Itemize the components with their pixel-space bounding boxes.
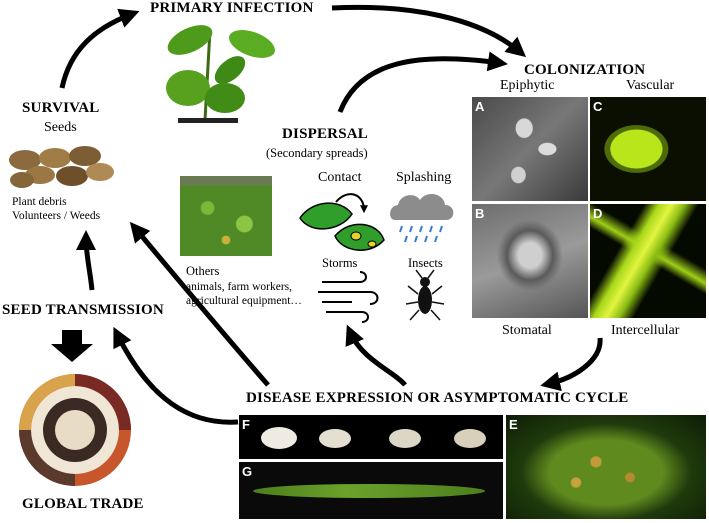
panel-f-label: F (242, 417, 250, 432)
insect-icon (405, 269, 445, 321)
panel-a-epiphytic-sem: A (472, 97, 588, 201)
panel-d-label: D (593, 206, 603, 221)
stomatal-label: Stomatal (502, 323, 552, 338)
panel-c-label: C (593, 99, 603, 114)
arrow-disease-to-debris (129, 221, 270, 387)
panel-g-label: G (242, 464, 253, 479)
insects-label: Insects (408, 256, 443, 270)
secondary-spreads-label: (Secondary spreads) (266, 146, 368, 160)
rain-cloud-icon (390, 193, 454, 243)
storms-label: Storms (322, 256, 358, 270)
arrow-colonization-to-disease (540, 337, 603, 392)
panel-e-infected-leaf: E (506, 415, 706, 519)
arrow-dispersal-to-colonization (337, 51, 508, 113)
bean-mix-icon (19, 374, 131, 486)
down-arrow-icon (51, 330, 93, 362)
panel-a-label: A (475, 99, 485, 114)
seeds-label: Seeds (44, 120, 77, 135)
wind-icon (318, 271, 379, 323)
contact-leaves-icon (299, 193, 385, 251)
panel-e-label: E (509, 417, 518, 432)
contact-label: Contact (318, 170, 362, 185)
panel-c-vascular-fluorescence: C (590, 97, 706, 201)
bean-plant-icon (166, 25, 275, 123)
seed-transmission-title: SEED TRANSMISSION (2, 302, 164, 318)
arrow-seedtrans-to-survival (76, 230, 97, 291)
splashing-label: Splashing (396, 170, 452, 185)
primary-infection-title: PRIMARY INFECTION (150, 0, 314, 16)
global-trade-title: GLOBAL TRADE (22, 496, 144, 512)
intercellular-label: Intercellular (611, 323, 680, 338)
disease-expression-title: DISEASE EXPRESSION OR ASYMPTOMATIC CYCLE (246, 390, 629, 406)
others-label: Others (186, 264, 220, 278)
others-detail-1: animals, farm workers, (186, 281, 293, 293)
arrow-disease-to-seed-transmission (113, 326, 239, 425)
colonization-title: COLONIZATION (524, 62, 646, 78)
epiphytic-label: Epiphytic (500, 78, 555, 93)
field-photo (180, 176, 272, 256)
panel-g-bean-pod: G (239, 462, 503, 519)
others-detail-2: agricultural equipment… (186, 295, 302, 307)
arrow-survival-to-infection (59, 8, 140, 89)
survival-title: SURVIVAL (22, 100, 100, 116)
seeds-icon (9, 146, 114, 188)
volunteers-weeds-label: Volunteers / Weeds (12, 210, 101, 222)
panel-b-label: B (475, 206, 485, 221)
vascular-label: Vascular (626, 78, 675, 93)
panel-b-stomatal-sem: B (472, 204, 588, 318)
dispersal-title: DISPERSAL (282, 126, 368, 142)
panel-d-intercellular-fluorescence: D (590, 204, 706, 318)
arrow-infection-to-colonization (331, 4, 527, 58)
plant-debris-label: Plant debris (12, 196, 67, 208)
arrow-disease-to-dispersal (345, 324, 407, 387)
panel-f-bean-seeds: F (239, 415, 503, 459)
